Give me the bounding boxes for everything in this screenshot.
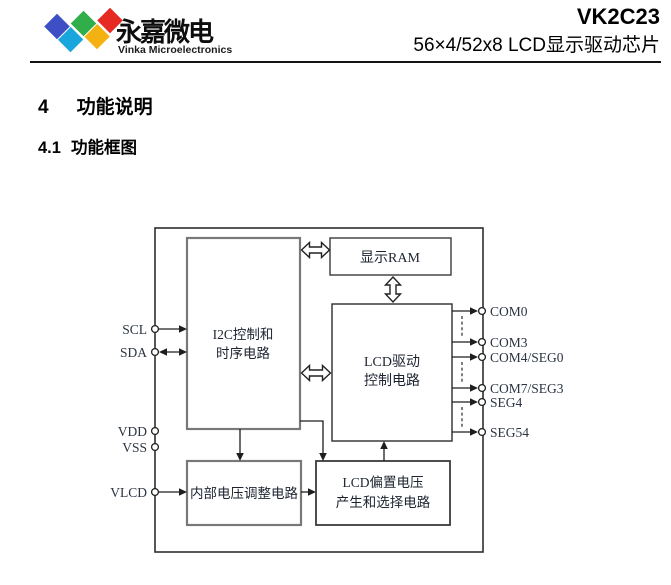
pin-label-seg4: SEG4	[490, 395, 523, 410]
bidir-arrow-i2c-drive-icon	[300, 363, 332, 383]
block-display-ram	[329, 237, 452, 276]
pin-vdd-terminal	[150, 426, 160, 436]
pin-vlcd-terminal	[150, 487, 160, 497]
subsection-number: 4.1	[38, 139, 61, 157]
pin-com0-terminal	[477, 306, 487, 316]
pin-com4-seg0-terminal	[477, 352, 487, 362]
pin-label-sda: SDA	[120, 345, 147, 360]
pin-seg4-terminal	[477, 397, 487, 407]
doc-subtitle: 56×4/52x8 LCD显示驱动芯片	[413, 35, 660, 56]
pin-label-vss: VSS	[122, 440, 147, 455]
block-lcd-drive-label-line1: LCD驱动	[364, 354, 420, 370]
wire-i2c-to-bias	[300, 420, 324, 454]
block-internal-voltage-label: 内部电压调整电路	[190, 486, 298, 501]
pin-label-vdd: VDD	[118, 424, 147, 439]
pin-com3-terminal	[477, 337, 487, 347]
section-heading: 4 功能说明	[38, 92, 153, 119]
section-number: 4	[38, 97, 49, 118]
pin-label-scl: SCL	[122, 322, 147, 337]
subsection-heading: 4.1 功能框图	[38, 134, 137, 158]
section-title: 功能说明	[76, 97, 153, 118]
arrowhead-down-icon	[319, 453, 327, 461]
logo-diamonds-icon	[42, 6, 125, 54]
logo-diamond-blue	[42, 12, 72, 41]
block-i2c-control	[185, 236, 302, 431]
arrowhead-right-icon	[470, 353, 478, 361]
pin-seg54-terminal	[477, 427, 487, 437]
pin-scl-terminal	[150, 324, 160, 334]
doc-title: VK2C23	[576, 4, 660, 29]
pin-com7-seg3-terminal	[477, 383, 487, 393]
arrowhead-down-icon	[236, 453, 244, 461]
arrowhead-right-icon	[179, 488, 187, 496]
subsection-title: 功能框图	[70, 139, 137, 157]
pin-label-com7-seg3: COM7/SEG3	[490, 381, 564, 396]
block-lcd-bias-label-line1: LCD偏置电压	[343, 475, 424, 490]
logo-diamond-red	[95, 6, 125, 35]
block-display-ram-label: 显示RAM	[360, 251, 420, 266]
arrowhead-right-icon	[308, 488, 316, 496]
pin-vss-terminal	[150, 442, 160, 452]
arrowhead-left-icon	[159, 348, 167, 356]
bidir-arrow-ram-drive-icon	[383, 275, 403, 304]
arrowhead-right-icon	[470, 307, 478, 315]
brand-name-en: Vinka Microelectronics	[118, 44, 233, 56]
bidir-arrow-i2c-ram-icon	[300, 240, 331, 260]
pin-sda-terminal	[150, 347, 160, 357]
arrowhead-right-icon	[470, 398, 478, 406]
arrowhead-right-icon	[179, 325, 187, 333]
block-lcd-bias	[315, 460, 451, 526]
block-i2c-label-line1: I2C控制和	[213, 327, 274, 342]
header-divider	[30, 61, 661, 63]
arrowhead-right-icon	[179, 348, 187, 356]
pin-label-com4-seg0: COM4/SEG0	[490, 350, 564, 365]
block-internal-voltage	[185, 459, 303, 527]
pin-label-seg54: SEG54	[490, 425, 529, 440]
block-i2c-label-line2: 时序电路	[216, 346, 270, 361]
arrowhead-right-icon	[470, 384, 478, 392]
arrowhead-right-icon	[470, 338, 478, 346]
arrowhead-right-icon	[470, 428, 478, 436]
pin-label-vlcd: VLCD	[110, 485, 147, 500]
block-lcd-drive-label-line2: 控制电路	[364, 373, 420, 389]
arrowhead-up-icon	[380, 441, 388, 449]
block-lcd-drive-control	[331, 303, 453, 442]
pin-label-com0: COM0	[490, 304, 528, 319]
pin-label-com3: COM3	[490, 335, 528, 350]
logo-diamond-green	[69, 9, 98, 38]
brand-name-cn: 永嘉微电	[116, 17, 214, 47]
block-lcd-bias-label-line2: 产生和选择电路	[336, 495, 431, 510]
